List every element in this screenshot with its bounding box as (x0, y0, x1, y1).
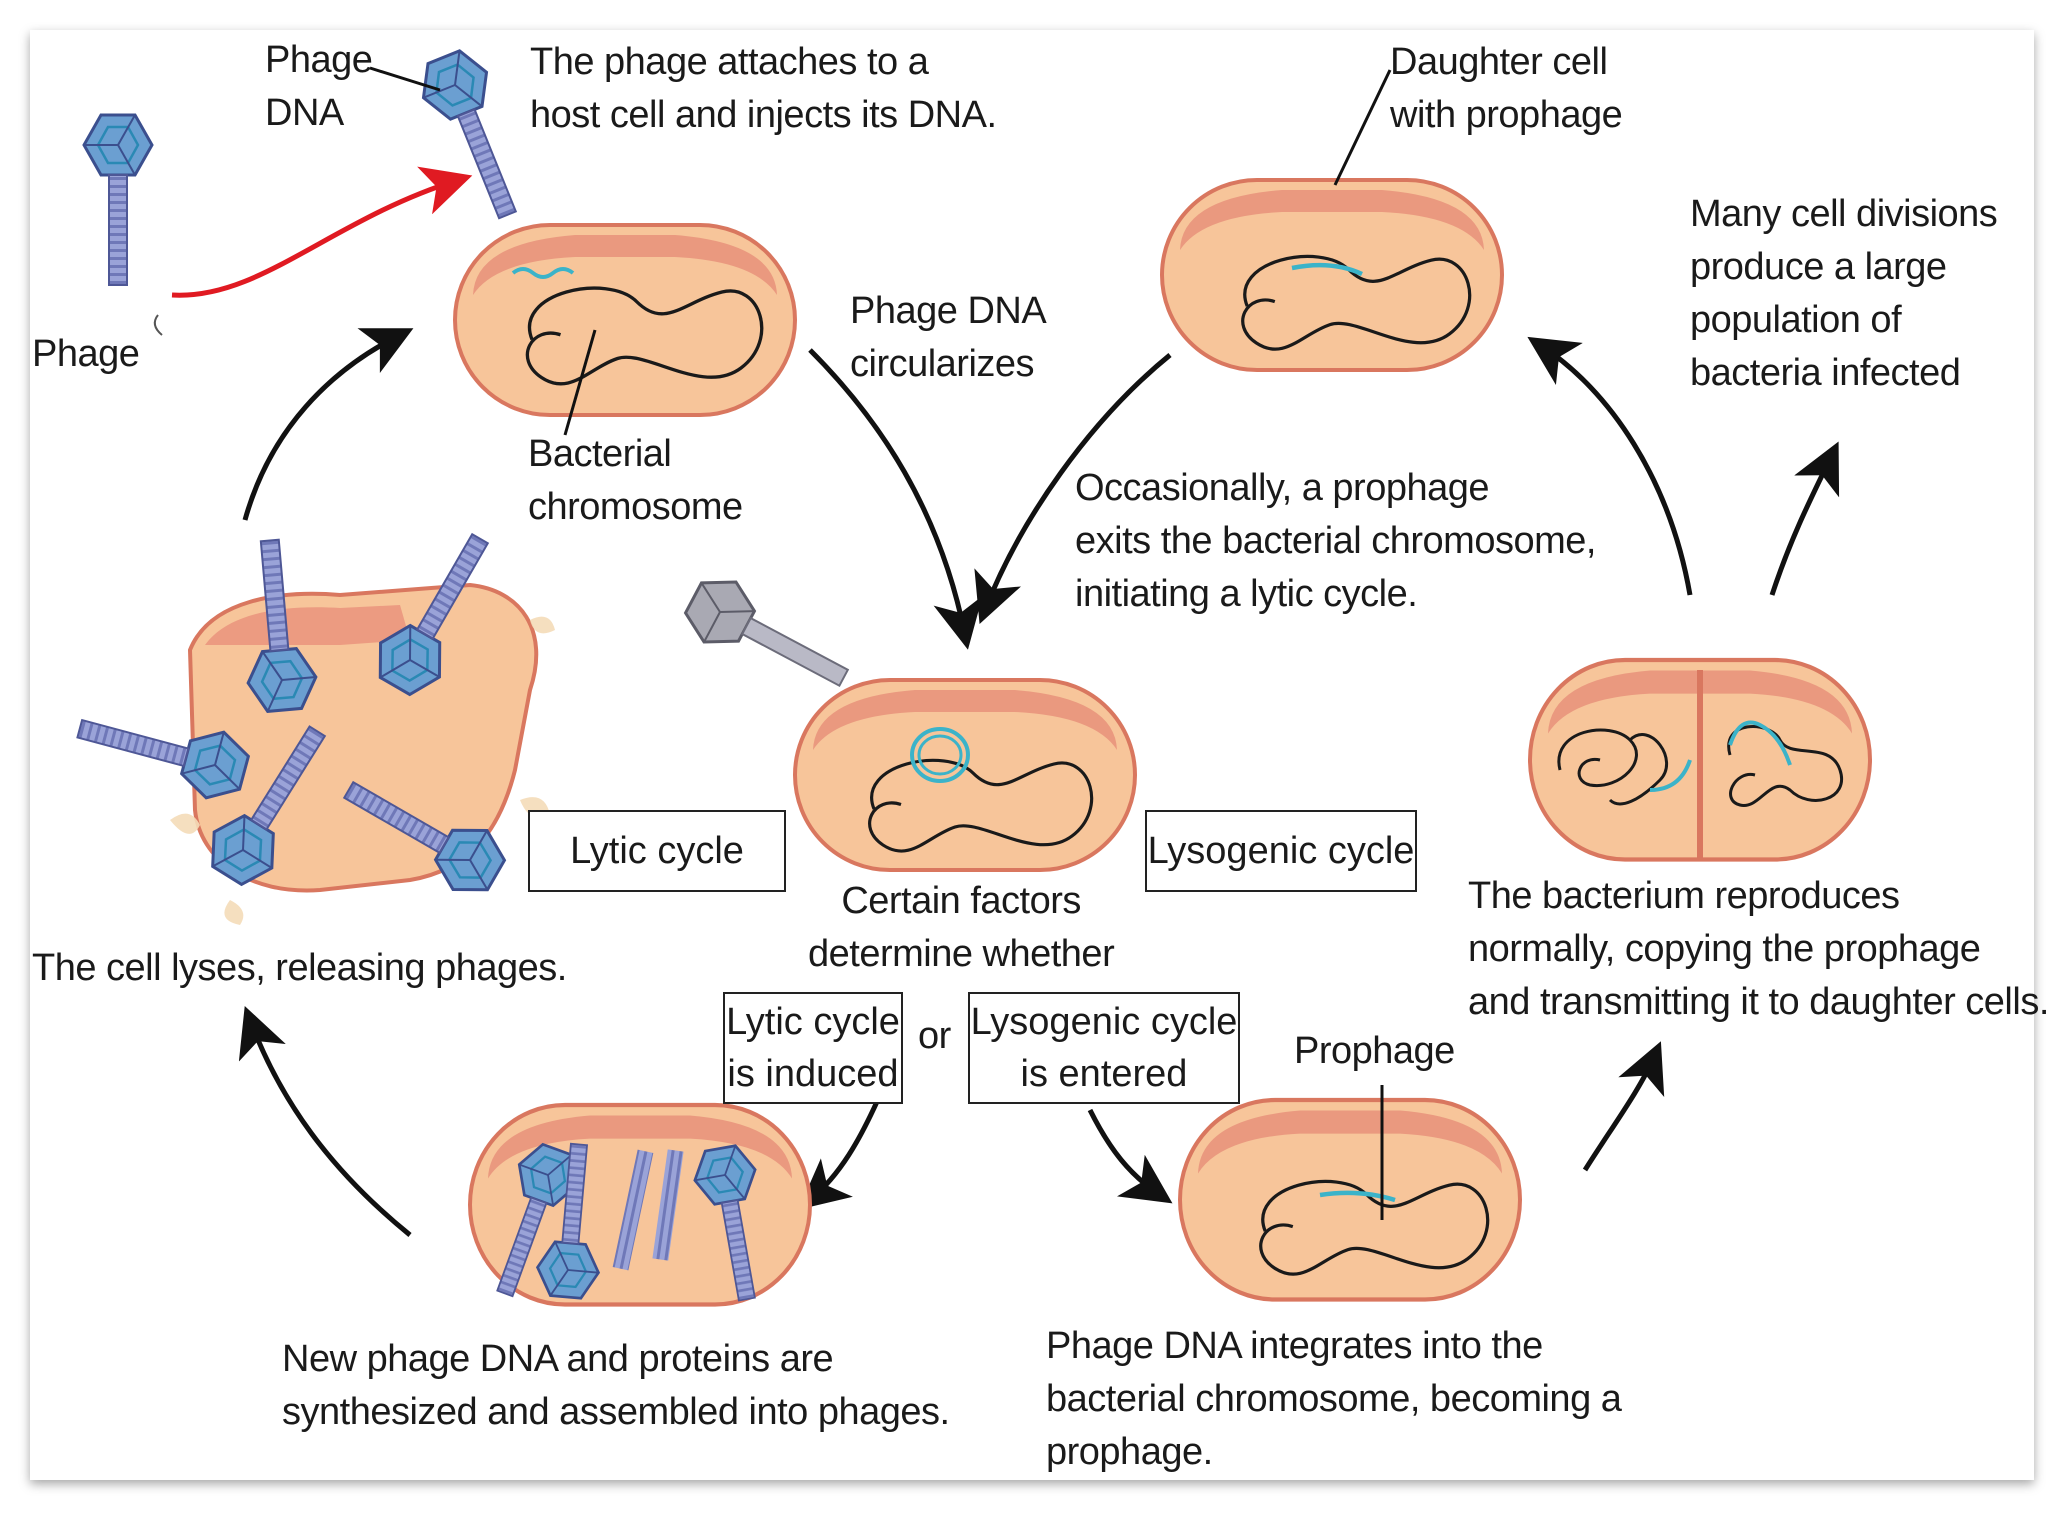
label-daughter: Daughter cell with prophage (1390, 41, 1623, 136)
cell-center (793, 678, 1137, 872)
label-phage: Phage (32, 333, 140, 375)
arrow-phage-attach (171, 166, 473, 298)
phage-attaching (410, 42, 541, 230)
label-integrates: Phage DNA integrates into the bacterial … (1046, 1325, 1622, 1473)
arrow-lytic-induced (798, 1093, 883, 1210)
phage-grey (683, 580, 850, 688)
label-lysogenic-entered: Lysogenic cycle is entered (968, 992, 1240, 1104)
label-prophage: Prophage (1294, 1030, 1455, 1072)
label-reproduces: The bacterium reproduces normally, copyi… (1468, 875, 2048, 1023)
cell-daughter (1160, 178, 1504, 372)
label-occasionally: Occasionally, a prophage exits the bacte… (1075, 467, 1596, 615)
label-new-phage: New phage DNA and proteins are synthesiz… (282, 1338, 950, 1433)
cell-dividing (1530, 660, 1870, 860)
label-circularizes: Phage DNA circularizes (850, 290, 1047, 385)
arrow-lysis-to-attach (242, 328, 414, 521)
label-lytic-cycle: Lytic cycle (528, 810, 786, 892)
arrow-circularize (808, 348, 983, 650)
label-attach: The phage attaches to a host cell and in… (530, 41, 997, 136)
label-lysogenic-cycle: Lysogenic cycle (1145, 810, 1417, 892)
label-or: or (918, 1015, 951, 1057)
arrow-reproduce-up (1527, 336, 1693, 596)
cell-attached (453, 223, 797, 417)
arrow-integrate-to-reproduce (1582, 1041, 1665, 1172)
label-many-divisions: Many cell divisions produce a large popu… (1690, 193, 1998, 394)
label-phage-dna: Phage DNA (265, 39, 373, 134)
arrow-many-divisions (1769, 441, 1840, 596)
arrow-exit-prophage (974, 353, 1172, 624)
label-certain-factors: Certain factors determine whether (808, 880, 1115, 975)
label-lytic-induced: Lytic cycle is induced (723, 992, 903, 1104)
cell-prophage (1180, 1100, 1520, 1300)
arrow-synth-to-lysis (238, 1005, 412, 1237)
arrow-lysogenic-entered (1087, 1108, 1173, 1204)
phage-free (82, 113, 154, 287)
label-lyses: The cell lyses, releasing phages. (32, 947, 567, 989)
label-bacterial-chromosome: Bacterial chromosome (528, 433, 743, 528)
